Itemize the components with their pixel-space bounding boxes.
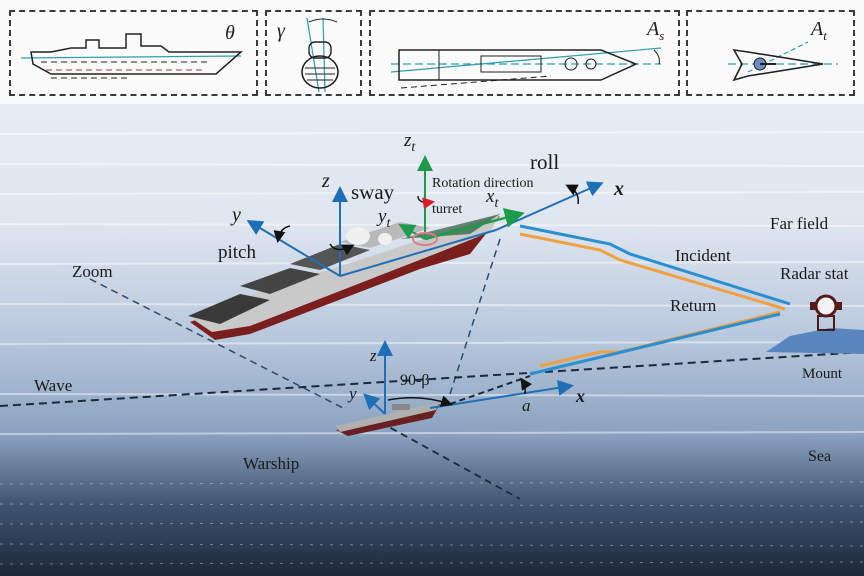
wave-line xyxy=(0,351,864,407)
wave-label: Wave xyxy=(34,376,73,395)
rotation-arrow-icon xyxy=(417,195,435,210)
sea-scene: z sway y pitch zt Rotation direction tur… xyxy=(0,104,864,576)
ship-side-view-icon xyxy=(20,33,243,79)
zt-axis-label: zt xyxy=(404,130,416,155)
yt-axis-arrow xyxy=(398,224,426,240)
mount-label: Mount xyxy=(802,366,843,382)
mount-shape xyxy=(766,328,864,354)
small-warship xyxy=(336,402,440,436)
gamma-label: γ xyxy=(277,20,285,42)
los-line xyxy=(449,375,531,405)
radar-station-label: Radar stat xyxy=(780,264,849,283)
radar-station-icon xyxy=(810,294,842,331)
y-axis-arrow xyxy=(246,219,341,277)
small-z-label: z xyxy=(370,346,377,365)
ship-front-view-icon xyxy=(301,17,339,93)
roll-arrow-icon xyxy=(565,184,580,205)
beta-angle-label: 90-β xyxy=(400,372,430,389)
y-axis-label: y xyxy=(232,204,241,226)
alpha-angle-label: a xyxy=(522,396,531,415)
sparkles xyxy=(0,481,864,565)
z-axis-label: z xyxy=(322,170,330,192)
pitch-label: pitch xyxy=(218,242,256,263)
turret-angle-label: At xyxy=(811,18,827,43)
beta-angle-arc xyxy=(387,395,453,407)
yt-axis-label: yt xyxy=(378,206,391,231)
attitude-panels-strip: θ γ xyxy=(0,0,864,104)
turret-top-view-icon xyxy=(728,41,838,82)
warship-label: Warship xyxy=(243,454,300,473)
zoom-line-right xyxy=(449,238,501,395)
theta-label: θ xyxy=(225,22,235,44)
xt-axis-label: xt xyxy=(486,186,499,211)
x-axis-label: x xyxy=(614,178,624,200)
small-x-axis xyxy=(429,379,574,409)
turret-ring xyxy=(412,232,438,246)
small-y-axis xyxy=(363,393,386,415)
small-x-label: x xyxy=(576,386,585,406)
zoom-line-bottom xyxy=(379,421,521,500)
sea-label: Sea xyxy=(808,448,832,465)
heading-panel: As xyxy=(369,10,680,96)
sea-background xyxy=(0,104,864,576)
zoom-label: Zoom xyxy=(72,262,113,281)
roll-panel: γ xyxy=(265,10,362,96)
incident-beam-blue xyxy=(519,224,791,306)
xt-axis-arrow xyxy=(424,208,525,241)
pitch-panel: θ xyxy=(9,10,258,96)
turret-panel: At xyxy=(686,10,855,96)
scene-graphics xyxy=(0,104,864,576)
roll-label: roll xyxy=(530,150,560,174)
sway-label: sway xyxy=(351,180,395,204)
incident-label: Incident xyxy=(675,246,731,265)
ship-base-line xyxy=(339,229,497,277)
return-beam-blue xyxy=(529,312,781,376)
sway-arrow-icon xyxy=(329,243,355,256)
incident-beam-orange xyxy=(519,232,786,311)
ship-top-view-icon xyxy=(390,47,662,89)
turret-label: turret xyxy=(432,202,463,217)
small-y-label: y xyxy=(349,384,357,403)
heading-angle-label: As xyxy=(647,18,665,43)
alpha-angle-arc xyxy=(520,377,532,395)
return-label: Return xyxy=(670,296,717,315)
far-field-label: Far field xyxy=(770,214,829,233)
rotation-direction-label: Rotation direction xyxy=(432,176,534,191)
pitch-arrow-icon xyxy=(273,225,291,243)
